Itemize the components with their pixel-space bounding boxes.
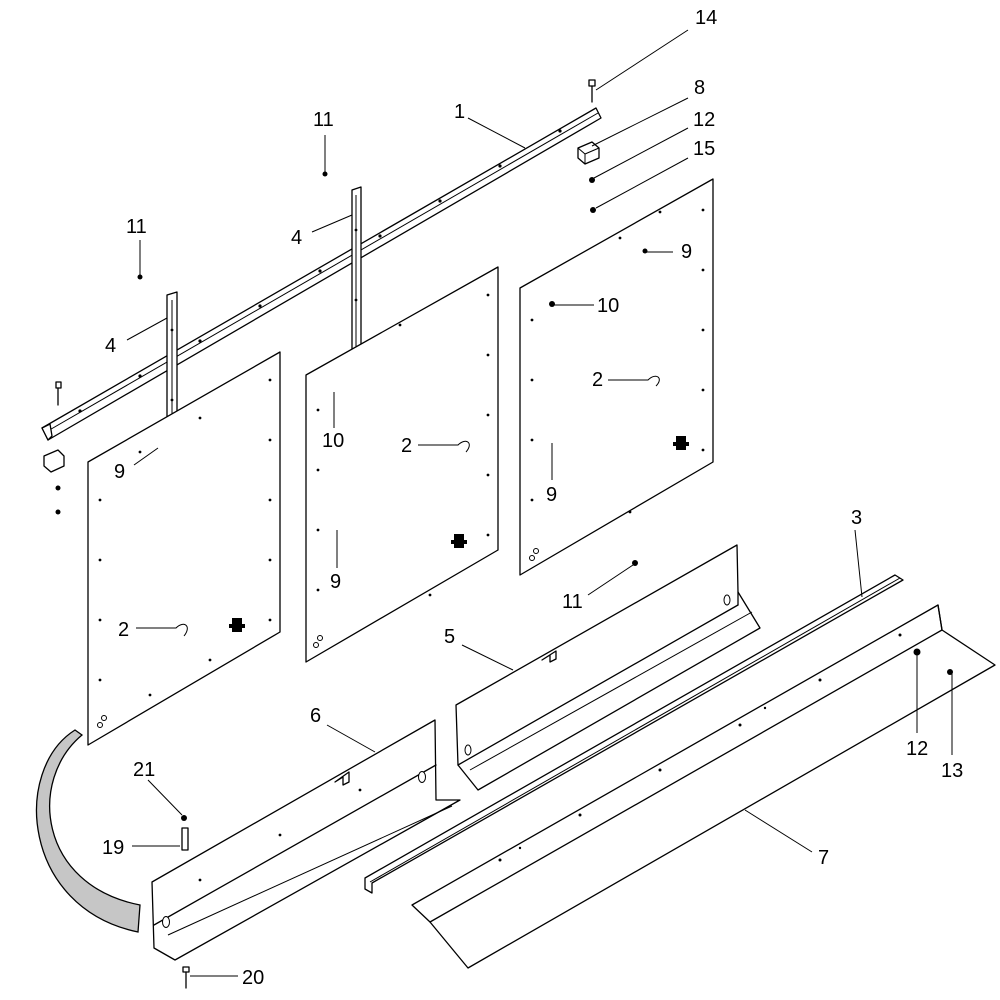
callout-12-top: 12 <box>693 109 715 131</box>
hardware-screw-10-right <box>549 301 555 307</box>
callout-14: 14 <box>695 7 717 29</box>
callout-2-middle: 2 <box>401 435 412 457</box>
callout-9-left: 9 <box>114 461 125 483</box>
panel-middle-bracket-mark <box>451 534 467 548</box>
deflector-tray-5-part <box>455 544 761 791</box>
panel-left-bracket-mark <box>229 618 245 632</box>
callout-1: 1 <box>454 101 465 123</box>
top-rail-part <box>41 107 602 441</box>
hardware-nut-21 <box>181 815 187 821</box>
hardware-block-8 <box>577 141 600 165</box>
panel-left-part <box>87 351 281 746</box>
callout-4-middle: 4 <box>291 227 302 249</box>
panel-right-part <box>519 178 714 576</box>
callout-8: 8 <box>694 77 705 99</box>
callout-2-left: 2 <box>118 619 129 641</box>
angle-strip-3-part <box>364 574 904 894</box>
panel-middle-part <box>305 266 499 663</box>
hardware-pin-19 <box>181 827 189 851</box>
hardware-bolt-20 <box>182 966 190 989</box>
hardware-nut-11-top <box>322 171 328 177</box>
hardware-nut-12-bottom <box>913 648 921 656</box>
callout-11-left: 11 <box>126 216 147 238</box>
hardware-nut-12-top <box>589 177 595 183</box>
callout-10-right: 10 <box>597 295 619 317</box>
deflector-tray-6-part <box>151 719 461 961</box>
hardware-nut-11-mid <box>632 560 638 566</box>
callout-12-bottom: 12 <box>906 738 928 760</box>
callout-9-middle: 9 <box>330 571 341 593</box>
callout-4-left: 4 <box>105 335 116 357</box>
callout-9-right-lower: 9 <box>546 484 557 506</box>
panel-right-bracket-mark <box>673 436 689 450</box>
callout-labels: 14 8 12 15 1 11 11 4 4 9 10 2 9 10 2 9 9… <box>102 7 963 989</box>
callout-11-mid: 11 <box>562 591 583 613</box>
hardware-bolt-14 <box>588 79 596 103</box>
callout-20: 20 <box>242 967 264 989</box>
callout-7: 7 <box>818 847 829 869</box>
hardware-nut-11-left <box>137 274 143 280</box>
callout-5: 5 <box>444 626 455 648</box>
callout-9-right-upper: 9 <box>681 241 692 263</box>
leader-lines <box>126 29 953 977</box>
hardware-screw-9-right-upper <box>642 248 648 254</box>
callout-6: 6 <box>310 705 321 727</box>
callout-2-right: 2 <box>592 369 603 391</box>
hardware-left-stack <box>43 381 65 515</box>
bottom-tray-7-part <box>411 604 996 969</box>
callout-21: 21 <box>133 759 155 781</box>
callout-3: 3 <box>851 507 862 529</box>
callout-19: 19 <box>102 837 124 859</box>
callout-11-top: 11 <box>313 109 334 131</box>
hardware-washer-15 <box>590 207 596 213</box>
callout-10-middle: 10 <box>322 430 344 452</box>
callout-15: 15 <box>693 138 715 160</box>
callout-13: 13 <box>941 760 963 782</box>
curved-guard-part <box>36 729 141 933</box>
